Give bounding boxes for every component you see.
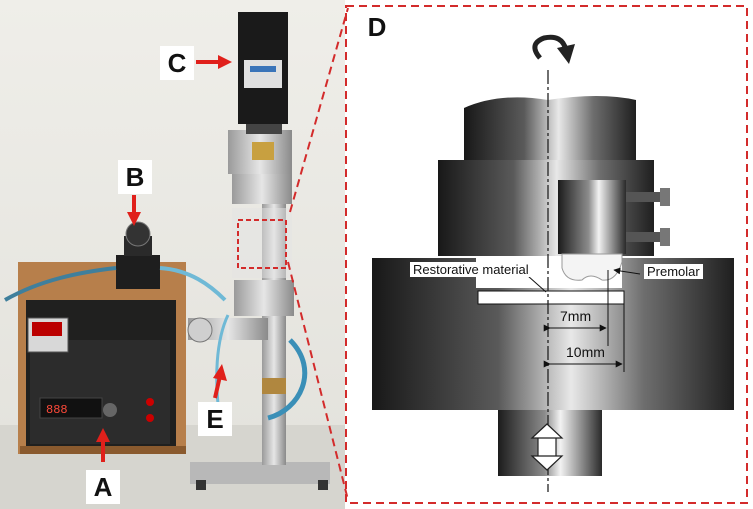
tooth-clamp [558, 180, 626, 254]
label-b: B [118, 160, 152, 194]
label-c: C [160, 46, 194, 80]
schematic-panel [287, 5, 748, 504]
lower-block [372, 258, 734, 410]
red-arrow-icon [218, 55, 232, 69]
pressure-regulator [4, 221, 227, 302]
dimension-7mm-label: 7mm [560, 308, 592, 324]
restorative-material-label: Restorative material [410, 262, 532, 277]
rotation-arrow-icon [532, 34, 575, 64]
label-e-group [213, 364, 227, 399]
red-arrow-icon [127, 212, 141, 226]
label-b-group [127, 195, 141, 226]
apparatus-photo: 888 [0, 0, 345, 509]
premolar-label: Premolar [644, 264, 703, 279]
control-box: 888 [18, 262, 186, 454]
loading-machine [187, 12, 330, 490]
upper-shaft [464, 96, 636, 160]
panel-label-d: D [367, 12, 387, 42]
red-arrow-icon [213, 364, 227, 381]
premolar-tooth [561, 253, 623, 281]
label-e: E [198, 402, 232, 436]
dimension-10mm-label: 10mm [566, 344, 605, 360]
label-c-group [196, 55, 232, 69]
label-a: A [86, 470, 120, 504]
label-a-group [96, 428, 110, 462]
restorative-material-bar [477, 290, 625, 305]
vertical-double-arrow-icon [530, 423, 564, 471]
display-readout: 888 [46, 403, 68, 417]
red-arrow-icon [96, 428, 110, 442]
